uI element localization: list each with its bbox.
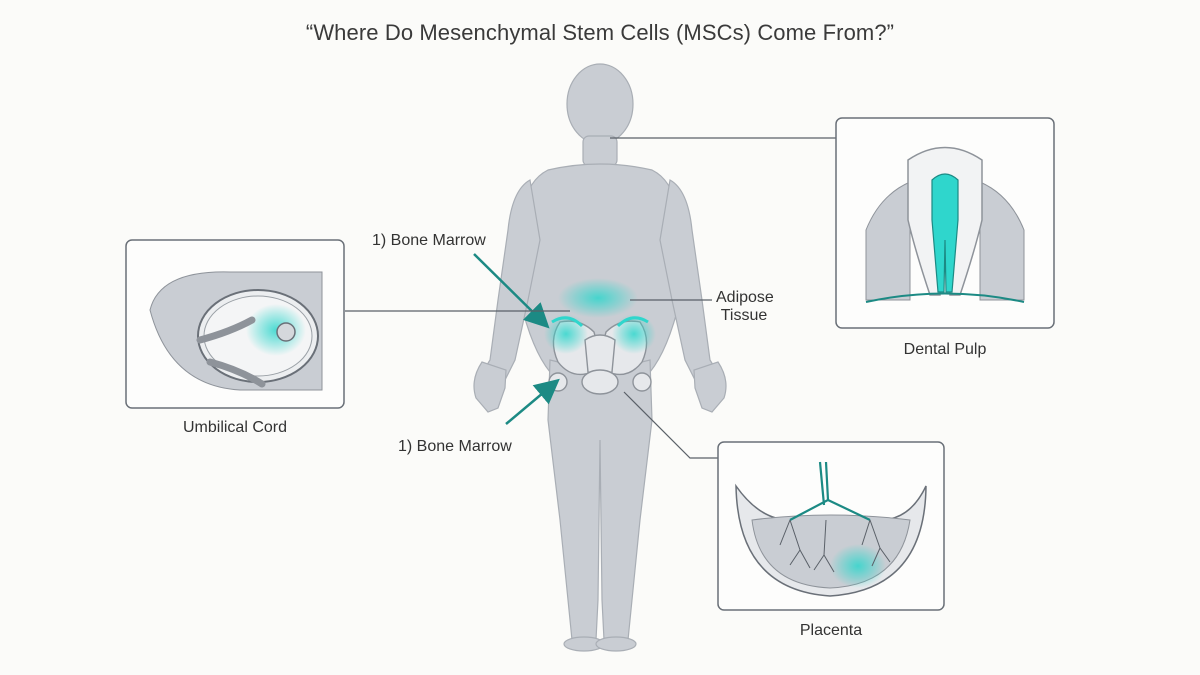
bone-marrow-arrow-top xyxy=(473,253,550,329)
placenta-label: Placenta xyxy=(799,622,863,639)
connector-lines xyxy=(345,137,836,459)
bone-marrow-glow-right xyxy=(612,314,656,354)
dental-pulp-label: Dental Pulp xyxy=(903,341,987,358)
umbilical-cord-icon xyxy=(149,271,323,391)
placenta-panel xyxy=(717,441,945,611)
diagram-title: “Where Do Mesenchymal Stem Cells (MSCs) … xyxy=(305,20,895,45)
adipose-glow xyxy=(558,278,638,318)
umbilical-cord-panel xyxy=(125,239,345,409)
tooth-icon xyxy=(865,146,1025,303)
dental-pulp-panel xyxy=(835,117,1055,329)
iliac-crest-right xyxy=(616,316,649,328)
bone-marrow-label-top: 1) Bone Marrow xyxy=(372,232,486,249)
placenta-icon xyxy=(735,461,927,597)
adipose-tissue-label: Adipose Tissue xyxy=(716,289,774,325)
bone-marrow-label-bottom: 1) Bone Marrow xyxy=(398,438,512,455)
adipose-label-line2: Tissue xyxy=(720,307,768,324)
bone-marrow-arrow-bottom xyxy=(505,378,560,425)
adipose-label-line1: Adipose xyxy=(716,289,774,306)
bone-marrow-glow-left xyxy=(544,314,588,354)
iliac-crest-left xyxy=(551,316,584,328)
umbilical-cord-label: Umbilical Cord xyxy=(182,419,288,436)
